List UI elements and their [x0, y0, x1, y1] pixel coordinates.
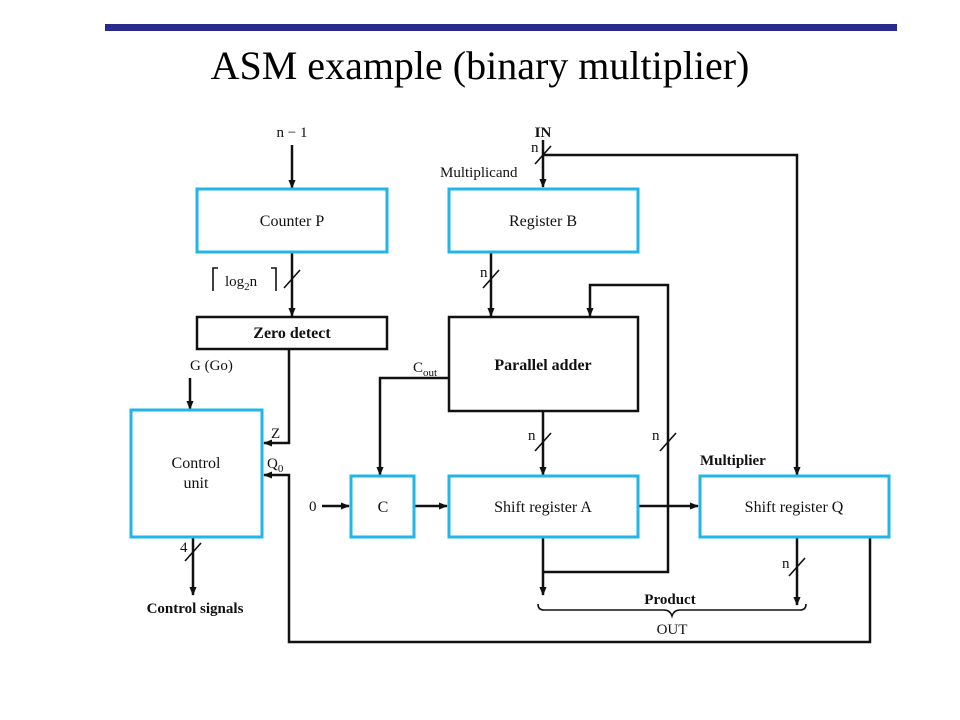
slide-title: ASM example (binary multiplier): [210, 43, 750, 88]
register-b-label: Register B: [509, 213, 577, 230]
slash-sum: [534, 432, 552, 452]
slash-control: [184, 542, 202, 562]
wire-q0-to-control: [263, 471, 872, 644]
q0-label: Q0: [267, 456, 284, 475]
ceil-left: [212, 267, 218, 291]
counter-p-block: [195, 187, 389, 254]
control-unit-label-2: unit: [184, 475, 209, 492]
q0-q: Q: [267, 456, 278, 472]
log-n: n: [250, 274, 258, 290]
wire-in-to-shift-q: [543, 153, 801, 476]
control-unit-label-1: Control: [172, 455, 221, 472]
cout-c: C: [413, 360, 423, 376]
slash-q-out: [788, 557, 806, 577]
g-go-label: G (Go): [190, 358, 233, 374]
blocks: [129, 187, 891, 539]
n-q-out-label: n: [782, 556, 790, 572]
register-b-block: [447, 187, 640, 254]
q0-subscript: 0: [278, 463, 284, 475]
shift-register-q-label: Shift register Q: [745, 499, 844, 516]
parallel-adder-label: Parallel adder: [494, 357, 591, 374]
shift-register-q-block: [698, 474, 891, 539]
control-signals-label: Control signals: [147, 601, 244, 617]
log-subscript: 2: [244, 281, 250, 293]
n-b-out-label: n: [480, 265, 488, 281]
zero-detect-block: [195, 315, 389, 351]
n-minus-1-label: n − 1: [277, 125, 308, 141]
product-label: Product: [644, 592, 695, 608]
out-label: OUT: [657, 622, 688, 638]
slash-in: [534, 145, 552, 165]
wire-cout-to-c: [376, 376, 449, 476]
ceiling-brackets: [212, 267, 277, 291]
n-sum-label: n: [528, 428, 536, 444]
c-label: C: [378, 499, 389, 516]
zero-detect-label: Zero detect: [253, 325, 331, 342]
wire-a-feedback-to-adder: [543, 283, 670, 574]
wire-z-to-control: [263, 349, 291, 447]
out-brace: [537, 603, 807, 619]
control-unit-block: [129, 408, 264, 539]
slash-feedback: [659, 432, 677, 452]
bus-width-marks: [184, 145, 806, 577]
in-label: IN: [535, 125, 552, 141]
title-bar: [105, 24, 897, 31]
cout-subscript: out: [423, 367, 437, 379]
four-label: 4: [180, 540, 188, 556]
counter-p-label: Counter P: [260, 213, 325, 230]
shift-register-a-label: Shift register A: [494, 499, 592, 516]
log2n-label: log2n: [225, 274, 258, 293]
zero-input-label: 0: [309, 499, 317, 515]
parallel-adder-block: [447, 315, 640, 413]
z-label: Z: [271, 426, 280, 442]
slash-b-out: [482, 269, 500, 289]
connections: [186, 140, 872, 644]
ceil-right: [271, 267, 277, 291]
multiplier-label: Multiplier: [700, 453, 766, 469]
slash-log2n: [283, 269, 301, 289]
multiplicand-label: Multiplicand: [440, 165, 518, 181]
shift-register-a-block: [447, 474, 640, 539]
n-feedback-label: n: [652, 428, 660, 444]
c-block: [349, 474, 416, 539]
n-in-label: n: [531, 140, 539, 156]
log-text: log: [225, 274, 245, 290]
cout-label: Cout: [413, 360, 437, 379]
